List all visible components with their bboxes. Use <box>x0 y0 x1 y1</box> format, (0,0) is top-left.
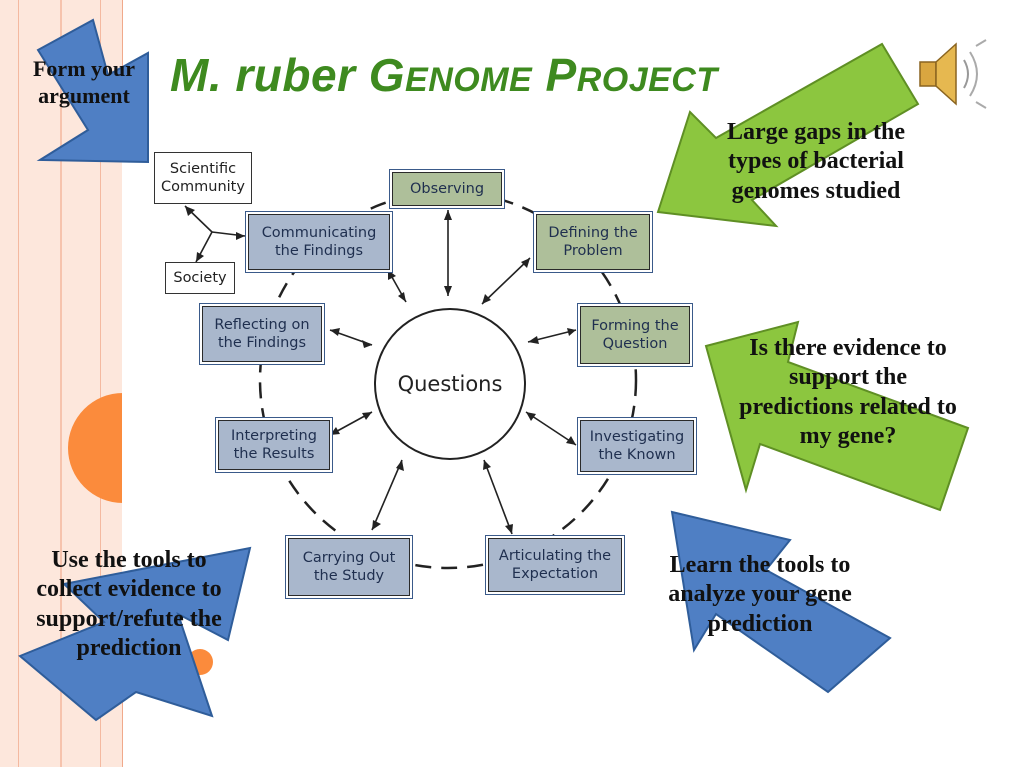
node-society-label: Society <box>173 269 227 286</box>
callout-evidence-text: Is there evidence to support the predict… <box>739 335 957 449</box>
callout-form-argument: Form your argument <box>14 56 154 110</box>
callout-evidence: Is there evidence to support the predict… <box>730 334 966 451</box>
title-roject: ROJECT <box>576 61 718 99</box>
orange-half-circle <box>68 393 123 503</box>
blue-arrow-use-tools <box>18 546 252 722</box>
node-carrying-out-study: Carrying Out the Study <box>288 538 410 596</box>
node-forming-question: Forming the Question <box>580 306 690 364</box>
arrowheads <box>185 206 576 534</box>
node-forming-label: Forming the Question <box>591 317 679 352</box>
node-reflecting-findings: Reflecting on the Findings <box>202 306 322 362</box>
node-defining-problem: Defining the Problem <box>536 214 650 270</box>
blue-arrow-learn-tools <box>670 510 892 694</box>
node-observing-label: Observing <box>409 180 485 197</box>
node-observing: Observing <box>392 172 502 206</box>
left-stripe-line-3 <box>100 0 101 767</box>
callout-large-gaps: Large gaps in the types of bacterial gen… <box>698 118 934 206</box>
node-articulating-expectation: Articulating the Expectation <box>488 538 622 592</box>
node-carrying-label: Carrying Out the Study <box>302 549 396 584</box>
node-communicating-label: Communicating the Findings <box>261 224 377 259</box>
node-investigating-label: Investigating the Known <box>589 428 685 463</box>
node-articulating-label: Articulating the Expectation <box>498 547 612 582</box>
title-p: P <box>545 49 577 101</box>
slide-title: M. ruber GENOME PROJECT <box>170 48 718 102</box>
green-arrow-evidence <box>704 320 970 512</box>
node-interpreting-results: Interpreting the Results <box>218 420 330 470</box>
title-g: G <box>368 49 406 101</box>
questions-center: Questions <box>374 308 526 460</box>
left-stripe-line-1 <box>18 0 19 767</box>
node-reflecting-label: Reflecting on the Findings <box>214 316 310 351</box>
blue-arrow-form-argument <box>36 18 149 164</box>
callout-learn-tools: Learn the tools to analyze your gene pre… <box>656 551 864 639</box>
callout-use-tools-text: Use the tools to collect evidence to sup… <box>36 547 222 661</box>
node-society: Society <box>165 262 235 294</box>
callout-use-tools: Use the tools to collect evidence to sup… <box>20 546 238 663</box>
questions-label: Questions <box>397 372 503 396</box>
green-arrow-large-gaps <box>656 42 920 228</box>
speaker-icon[interactable] <box>919 39 987 109</box>
callout-learn-tools-text: Learn the tools to analyze your gene pre… <box>668 552 852 637</box>
node-scientific-community-label: Scientific Community <box>161 160 245 195</box>
title-enome: ENOME <box>405 61 533 99</box>
node-interpreting-label: Interpreting the Results <box>231 427 317 462</box>
node-defining-label: Defining the Problem <box>548 224 638 259</box>
left-stripe-line-2 <box>60 0 62 767</box>
node-communicating-findings: Communicating the Findings <box>248 214 390 270</box>
callout-large-gaps-text: Large gaps in the types of bacterial gen… <box>726 119 905 204</box>
title-species: M. ruber <box>170 49 356 101</box>
callout-form-argument-text: Form your argument <box>32 56 136 108</box>
node-investigating-known: Investigating the Known <box>580 420 694 472</box>
node-scientific-community: Scientific Community <box>154 152 252 204</box>
